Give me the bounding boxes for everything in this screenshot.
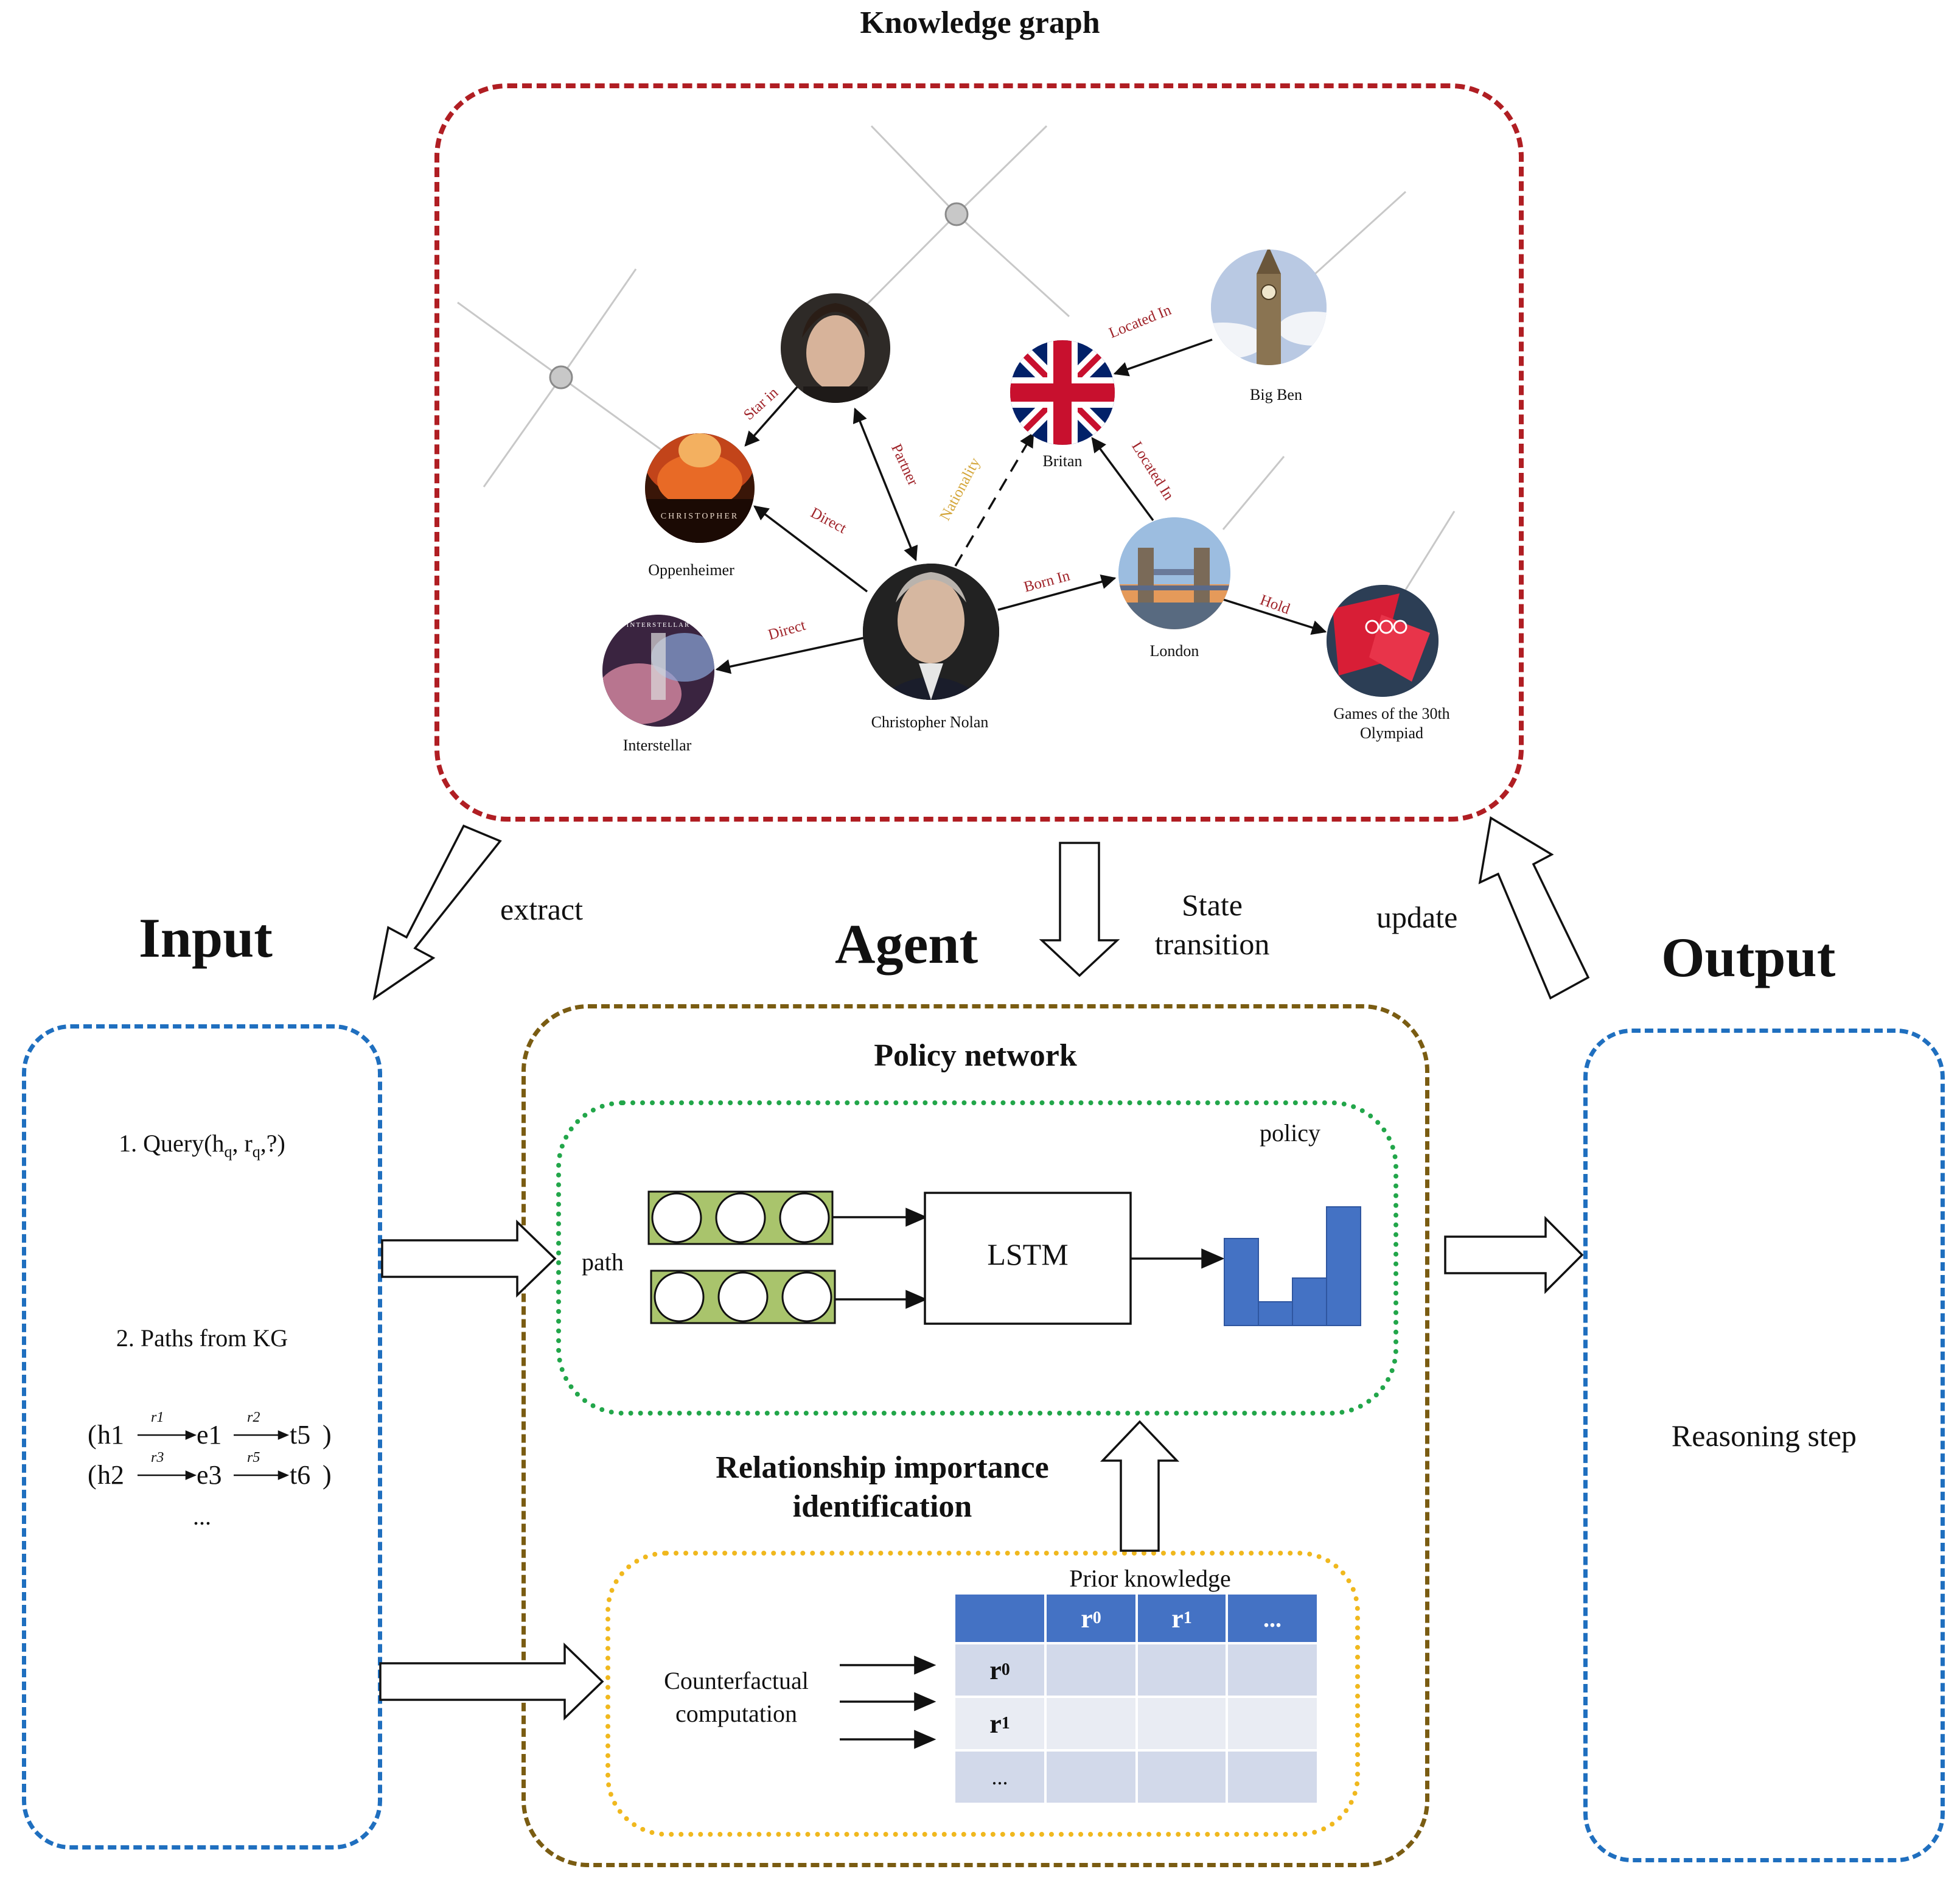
agent-to-output-arrow — [1444, 1215, 1584, 1294]
britain-flag-node — [1010, 340, 1115, 445]
britain-label: Britan — [1042, 452, 1083, 470]
policy-bar — [1326, 1206, 1361, 1326]
table-header-ellipsis: ... — [1228, 1595, 1317, 1642]
extract-label: extract — [500, 892, 584, 926]
knowledge-graph-box — [434, 83, 1524, 822]
junction-node — [944, 202, 969, 226]
input-to-policy-arrow — [381, 1219, 557, 1298]
agent-box — [521, 1004, 1429, 1867]
path-examples: ( h1 e1 t5 ) ( h2 e3 t6 ) r1 r2 r3 r5 — [88, 1410, 332, 1490]
london-label: London — [1149, 642, 1199, 660]
path1-tail: t5 — [290, 1420, 310, 1450]
policy-label: policy — [1260, 1119, 1320, 1147]
state-transition-label-line1: State — [1182, 888, 1243, 922]
path2-tail: t6 — [290, 1460, 310, 1490]
table-cell — [1047, 1752, 1135, 1803]
path2-rel2: r5 — [247, 1450, 260, 1466]
svg-text:): ) — [323, 1420, 332, 1450]
prior-knowledge-label: Prior knowledge — [1069, 1565, 1231, 1592]
paths-from-kg-title: 2. Paths from KG — [116, 1324, 288, 1352]
input-box — [22, 1024, 382, 1850]
path2-rel1: r3 — [151, 1450, 164, 1466]
table-cell — [1228, 1752, 1317, 1803]
graph-edges — [715, 338, 1327, 674]
games-label-line2: Olympiad — [1360, 724, 1423, 742]
svg-text:): ) — [323, 1460, 332, 1490]
oppenheimer-node: CHRISTOPHER — [645, 433, 755, 543]
relationship-title-line1: Relationship importance — [716, 1450, 1049, 1485]
junction-node — [549, 365, 573, 390]
query-text: 1. Query(hq, rq,?) — [119, 1130, 285, 1161]
table-cell — [1228, 1644, 1317, 1696]
path-embedding-1 — [647, 1190, 834, 1245]
table-cell — [1138, 1644, 1226, 1696]
path2-head: h2 — [97, 1460, 124, 1490]
svg-text:(: ( — [88, 1420, 97, 1450]
extract-arrow — [372, 824, 502, 1001]
knowledge-graph-title: Knowledge graph — [860, 5, 1100, 40]
big-ben-label: Big Ben — [1250, 386, 1302, 403]
background-edges — [457, 125, 1456, 600]
table-row-ellipsis: ... — [955, 1752, 1044, 1803]
relationship-title-line2: identification — [792, 1489, 972, 1524]
counterfactual-line2: computation — [675, 1700, 797, 1727]
update-arrow — [1478, 816, 1590, 1000]
christopher-nolan-label: Christopher Nolan — [871, 713, 989, 731]
lstm-label: LSTM — [987, 1237, 1069, 1271]
paths-ellipsis: ... — [193, 1503, 211, 1530]
path2-entity: e3 — [197, 1460, 222, 1490]
path-label: path — [582, 1248, 624, 1276]
policy-bar — [1292, 1277, 1327, 1326]
agent-title: Agent — [835, 913, 978, 975]
update-label: update — [1376, 900, 1458, 934]
counterfactual-line1: Counterfactual — [664, 1667, 809, 1694]
table-cell — [1047, 1698, 1135, 1749]
table-cell — [1138, 1752, 1226, 1803]
olympic-games-node — [1327, 585, 1439, 697]
oppenheimer-label: Oppenheimer — [648, 561, 734, 579]
svg-text:(: ( — [88, 1460, 97, 1490]
policy-bar — [1258, 1301, 1293, 1326]
state-transition-label-line2: transition — [1154, 927, 1270, 961]
path-embedding-2 — [650, 1270, 836, 1324]
state-transition-arrow — [1039, 842, 1120, 977]
relationship-box — [605, 1551, 1360, 1837]
reasoning-step-label: Reasoning step — [1671, 1419, 1857, 1453]
table-cell — [1047, 1644, 1135, 1696]
table-header-cell — [955, 1595, 1044, 1642]
interstellar-node: INTERSTELLAR — [602, 615, 714, 727]
lstm-box — [924, 1192, 1132, 1325]
table-cell — [1228, 1698, 1317, 1749]
output-title: Output — [1661, 926, 1836, 988]
path1-head: h1 — [97, 1420, 124, 1450]
interstellar-label: Interstellar — [623, 736, 692, 754]
oppenheimer-poster-text: CHRISTOPHER — [661, 512, 739, 521]
prior-to-policy-arrow — [1100, 1420, 1180, 1552]
christopher-nolan-node — [863, 564, 999, 700]
input-to-relationship-arrow — [379, 1642, 604, 1721]
input-title: Input — [139, 907, 273, 969]
path1-entity: e1 — [197, 1420, 222, 1450]
output-box — [1583, 1029, 1945, 1862]
cillian-murphy-node — [781, 293, 890, 403]
interstellar-poster-text: INTERSTELLAR — [627, 621, 691, 629]
big-ben-node — [1211, 250, 1327, 365]
table-cell — [1138, 1698, 1226, 1749]
policy-network-box — [556, 1100, 1398, 1416]
policy-bar — [1224, 1238, 1259, 1326]
games-label-line1: Games of the 30th — [1333, 705, 1450, 722]
path1-rel2: r2 — [247, 1410, 260, 1425]
policy-network-title: Policy network — [874, 1038, 1077, 1073]
policy-histogram — [1224, 1206, 1361, 1326]
path1-rel1: r1 — [151, 1410, 164, 1425]
